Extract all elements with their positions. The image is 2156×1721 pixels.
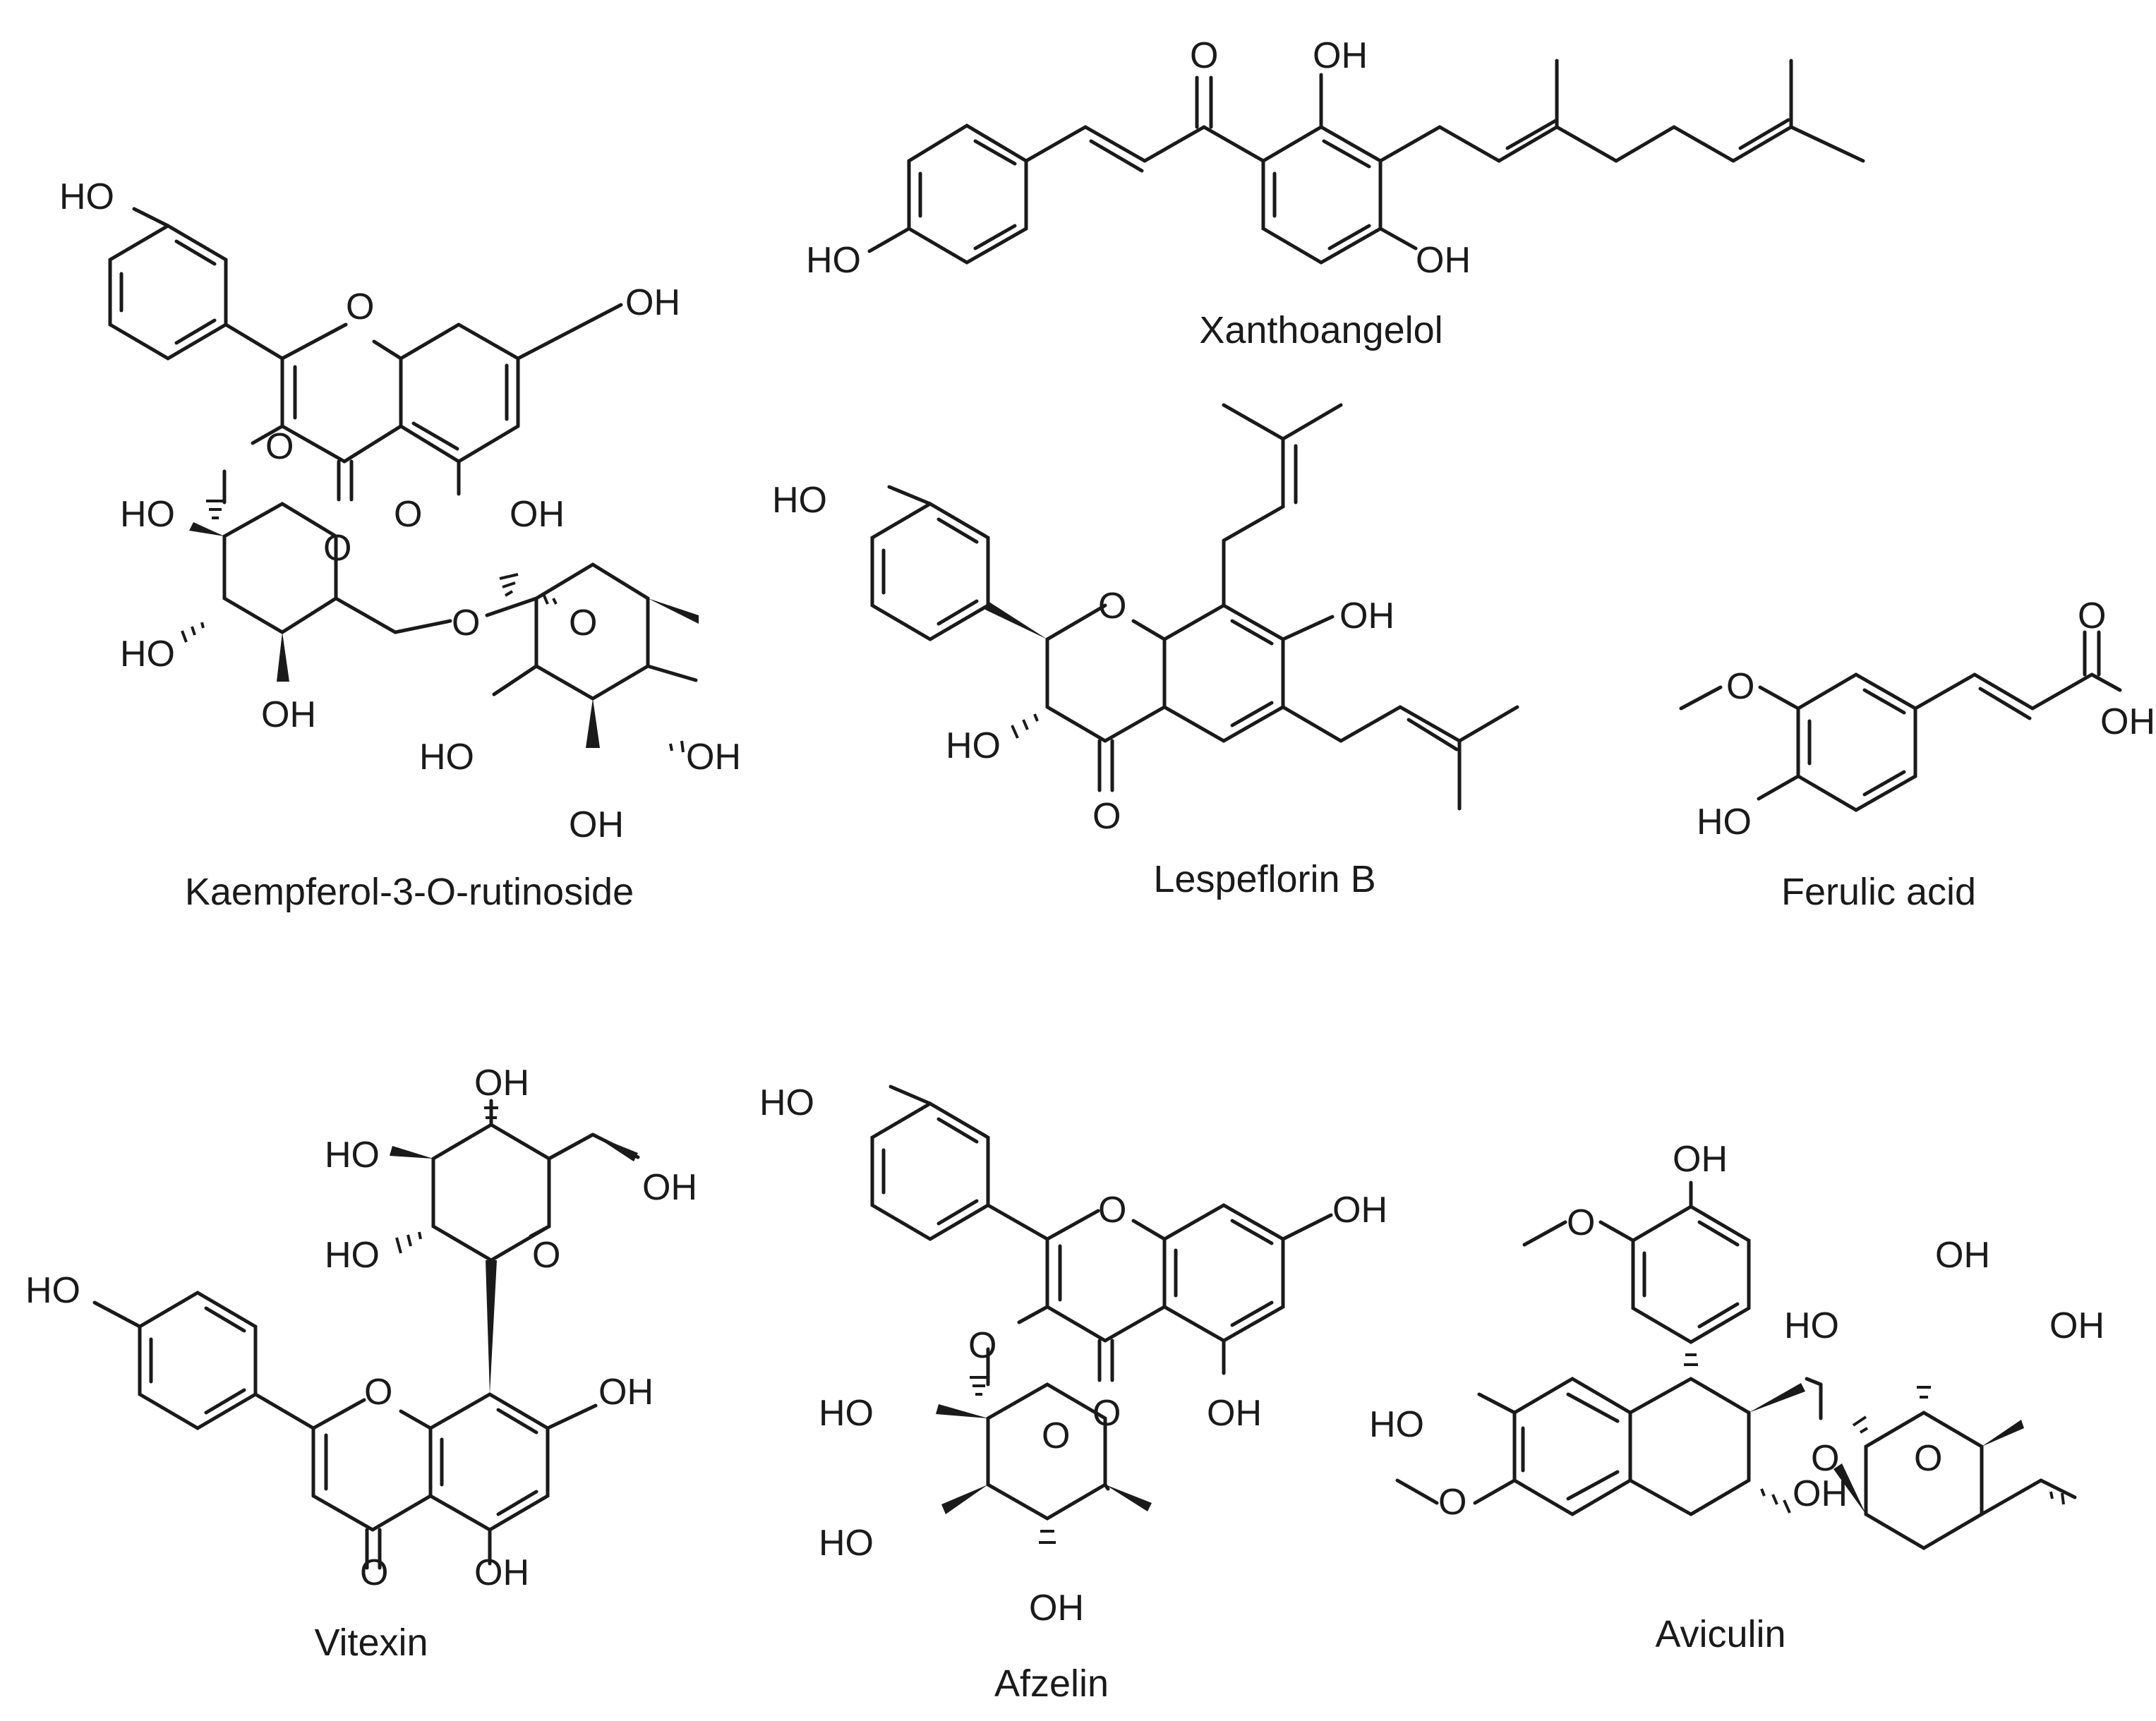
bonds	[870, 403, 1519, 811]
atom-label: O	[394, 494, 422, 535]
atom-label: HO	[1784, 1305, 1839, 1346]
atom-labels: OH O OH HO OH HO O O O OH	[1369, 1139, 2104, 1523]
stereo-bonds	[936, 1376, 1152, 1544]
atom-labels: HO O OH O O OH HO O HO OH	[759, 1082, 1387, 1629]
atom-label: O	[1438, 1482, 1467, 1523]
atom-label: O	[265, 426, 294, 467]
atom-label: OH	[1793, 1473, 1848, 1514]
atom-label: HO	[1697, 802, 1752, 843]
stereo-bonds	[985, 601, 1047, 739]
atom-label: O	[323, 528, 351, 569]
atom-label: OH	[1313, 35, 1368, 76]
atom-label: OH	[1332, 1190, 1387, 1231]
structure-ferulic-acid: O O OH HO Ferulic acid	[1679, 596, 2155, 913]
atom-label: OH	[261, 694, 316, 735]
atom-label: O	[1042, 1415, 1070, 1456]
atom-label: HO	[419, 737, 474, 778]
compound-name: Kaempferol-3-O-rutinoside	[185, 871, 634, 913]
atom-label: HO	[1369, 1404, 1424, 1445]
atom-label: HO	[759, 1082, 814, 1123]
atom-label: OH	[642, 1167, 697, 1208]
atom-label: O	[1092, 796, 1121, 837]
atom-label: HO	[59, 176, 114, 217]
atom-label: OH	[1673, 1139, 1728, 1180]
compound-name: Xanthoangelol	[1199, 309, 1443, 351]
atom-label: OH	[2100, 701, 2155, 742]
atom-labels: O OH HO OH	[806, 35, 1471, 281]
atom-labels: HO O OH HO O	[772, 480, 1395, 837]
atom-label: O	[569, 603, 597, 644]
stereo-bonds	[1684, 1353, 2065, 1514]
atom-label: OH	[510, 494, 565, 535]
bonds	[867, 59, 1865, 265]
structure-kaempferol-3-o-rutinoside: HO O OH O O OH HO O HO OH O O HO OH OH K…	[59, 176, 741, 913]
atom-label: OH	[1416, 240, 1471, 281]
atom-label: HO	[806, 240, 861, 281]
atom-label: OH	[569, 804, 624, 845]
atom-label: OH	[598, 1372, 654, 1413]
atom-label: HO	[819, 1523, 874, 1564]
atom-label: OH	[1207, 1393, 1262, 1434]
atom-label: OH	[686, 737, 741, 778]
structure-lespeflorin-b: HO O OH HO O Lespeflorin B	[772, 403, 1519, 900]
atom-label: HO	[772, 480, 827, 521]
atom-label: OH	[474, 1063, 529, 1104]
atom-labels: OH HO OH HO HO O OH O O OH	[25, 1063, 697, 1593]
atom-label: OH	[1935, 1235, 1990, 1276]
atom-label: HO	[120, 494, 175, 535]
atom-label: O	[346, 286, 374, 327]
atom-label: OH	[625, 282, 680, 323]
atom-label: HO	[120, 634, 175, 675]
structure-vitexin: OH HO OH HO HO O OH O O OH Vitexin	[25, 1063, 697, 1664]
atom-label: HO	[25, 1270, 80, 1311]
atom-label: O	[452, 603, 480, 644]
atom-label: HO	[325, 1235, 380, 1276]
atom-labels: HO O OH O O OH HO O HO OH O O HO OH OH	[59, 176, 741, 845]
atom-label: O	[1811, 1438, 1839, 1479]
atom-label: HO	[946, 725, 1001, 766]
bonds	[870, 1085, 1333, 1521]
stereo-bonds	[181, 500, 699, 753]
structure-afzelin: HO O OH O O OH HO O HO OH Afzelin	[759, 1082, 1387, 1705]
atom-label: OH	[1029, 1588, 1084, 1629]
atom-label: HO	[819, 1393, 874, 1434]
bonds	[108, 207, 698, 701]
atom-label: O	[364, 1372, 392, 1413]
atom-labels: O O OH HO	[1697, 596, 2155, 843]
atom-label: OH	[2049, 1305, 2104, 1346]
bonds	[1679, 630, 2122, 812]
compound-name: Aviculin	[1655, 1613, 1785, 1655]
atom-label: O	[1098, 1190, 1126, 1231]
atom-label: O	[1098, 586, 1126, 627]
atom-label: OH	[1339, 596, 1395, 636]
structure-aviculin: OH O OH HO OH HO O O O OH Aviculin	[1369, 1139, 2104, 1655]
compound-name: Lespeflorin B	[1153, 858, 1375, 900]
atom-label: O	[1567, 1202, 1595, 1243]
atom-label: O	[360, 1552, 388, 1593]
structure-xanthoangelol: O OH HO OH Xanthoangelol	[806, 35, 1865, 351]
atom-label: O	[2078, 596, 2106, 636]
atom-label: O	[1914, 1438, 1942, 1479]
compound-name: Ferulic acid	[1781, 871, 1976, 913]
stereo-bonds	[390, 1106, 638, 1394]
compound-name: Vitexin	[314, 1622, 428, 1664]
compound-name: Afzelin	[994, 1662, 1109, 1705]
atom-label: O	[968, 1325, 996, 1366]
atom-label: HO	[325, 1135, 380, 1176]
atom-label: O	[1726, 666, 1754, 707]
atom-label: O	[1092, 1393, 1121, 1434]
bonds	[1395, 1180, 2077, 1550]
atom-label: O	[532, 1235, 560, 1276]
atom-label: O	[1190, 35, 1218, 76]
atom-label: OH	[474, 1552, 529, 1593]
